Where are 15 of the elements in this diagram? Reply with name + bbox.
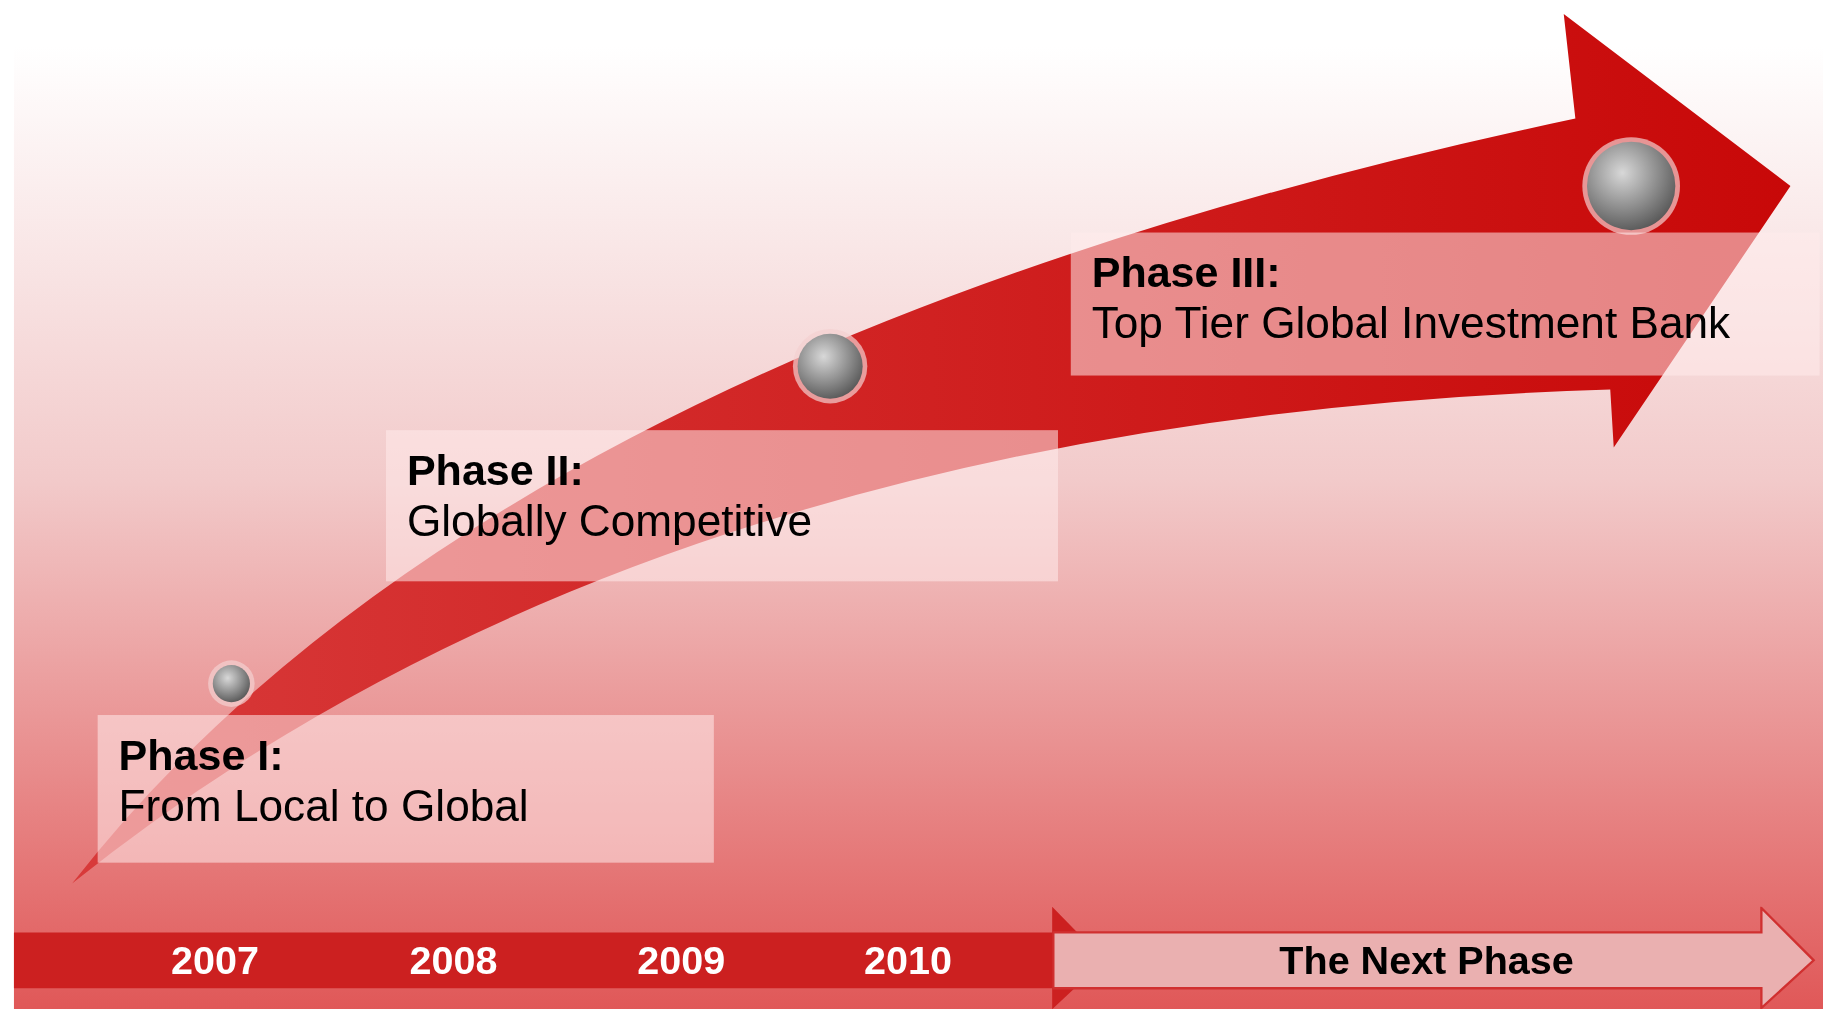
- year-label: 2009: [636, 937, 727, 984]
- phase-box: [386, 430, 1058, 582]
- phase-heading: Phase II:: [406, 446, 585, 496]
- year-label: 2008: [408, 937, 499, 984]
- phase-description: Top Tier Global Investment Bank: [1091, 297, 1732, 349]
- phase-box: [1070, 232, 1820, 376]
- banner-text: The Next Phase: [1278, 937, 1575, 984]
- phase-box: [97, 715, 714, 863]
- year-label: 2007: [170, 937, 261, 984]
- year-label: 2010: [863, 937, 953, 984]
- phase-heading: Phase III:: [1091, 248, 1282, 298]
- phase-description: Globally Competitive: [406, 495, 814, 547]
- arrow-banner: [1052, 906, 1818, 1009]
- phase-heading: Phase I:: [118, 731, 285, 781]
- phase-description: From Local to Global: [118, 780, 530, 832]
